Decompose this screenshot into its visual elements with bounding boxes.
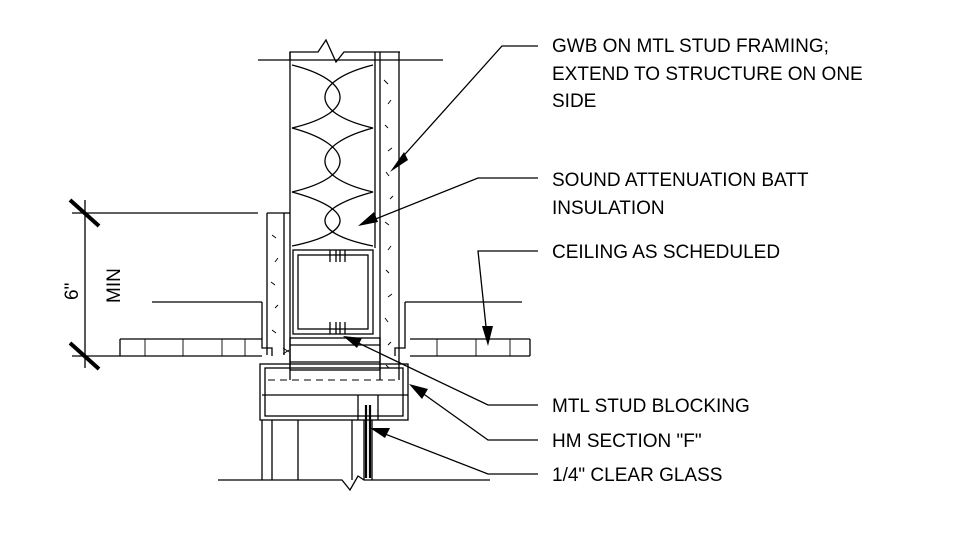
gwb-left [266, 212, 290, 355]
note-glass: 1/4" CLEAR GLASS [552, 465, 722, 486]
note-frame-line-1: HM SECTION "F" [552, 431, 702, 452]
note-batt: SOUND ATTENUATION BATT INSULATION [552, 170, 809, 219]
break-line-bottom [218, 475, 490, 492]
arrowhead-blocking [343, 336, 362, 348]
metal-stud [292, 249, 374, 335]
arrowhead-gwb [390, 152, 408, 172]
arrowhead-frame [409, 384, 428, 399]
note-batt-line-1: SOUND ATTENUATION BATT [552, 170, 809, 191]
dimension-qualifier: MIN [104, 268, 125, 303]
dimension-value: 6" [62, 283, 83, 300]
note-ceiling: CEILING AS SCHEDULED [552, 242, 780, 263]
note-gwb-line-2: EXTEND TO STRUCTURE ON ONE [552, 64, 863, 85]
arrowhead-glass [370, 428, 390, 438]
note-gwb-line-3: SIDE [552, 91, 596, 112]
note-glass-line-1: 1/4" CLEAR GLASS [552, 465, 722, 486]
ceiling-right [394, 301, 531, 357]
ceiling-left [119, 301, 273, 357]
sound-attenuation-batt [291, 64, 374, 247]
note-blocking-line-1: MTL STUD BLOCKING [552, 396, 750, 417]
note-batt-line-2: INSULATION [552, 198, 665, 219]
note-gwb: GWB ON MTL STUD FRAMING; EXTEND TO STRUC… [552, 36, 863, 112]
hm-frame-section [259, 363, 409, 421]
note-blocking: MTL STUD BLOCKING [552, 396, 750, 417]
glass-pane [364, 405, 372, 478]
leaders [343, 45, 538, 475]
partition-wall [266, 38, 400, 380]
dimension-6in-min: 6" MIN [62, 198, 258, 371]
gwb-hatch-right [383, 79, 394, 369]
arrowhead-batt [358, 212, 378, 226]
break-line-top [289, 38, 400, 64]
note-frame: HM SECTION "F" [552, 431, 702, 452]
frame-jambs-below [261, 420, 373, 480]
note-gwb-line-1: GWB ON MTL STUD FRAMING; [552, 36, 829, 57]
note-ceiling-line-1: CEILING AS SCHEDULED [552, 242, 780, 263]
arrowhead-ceiling [482, 326, 493, 346]
metal-stud-blocking [282, 337, 381, 371]
